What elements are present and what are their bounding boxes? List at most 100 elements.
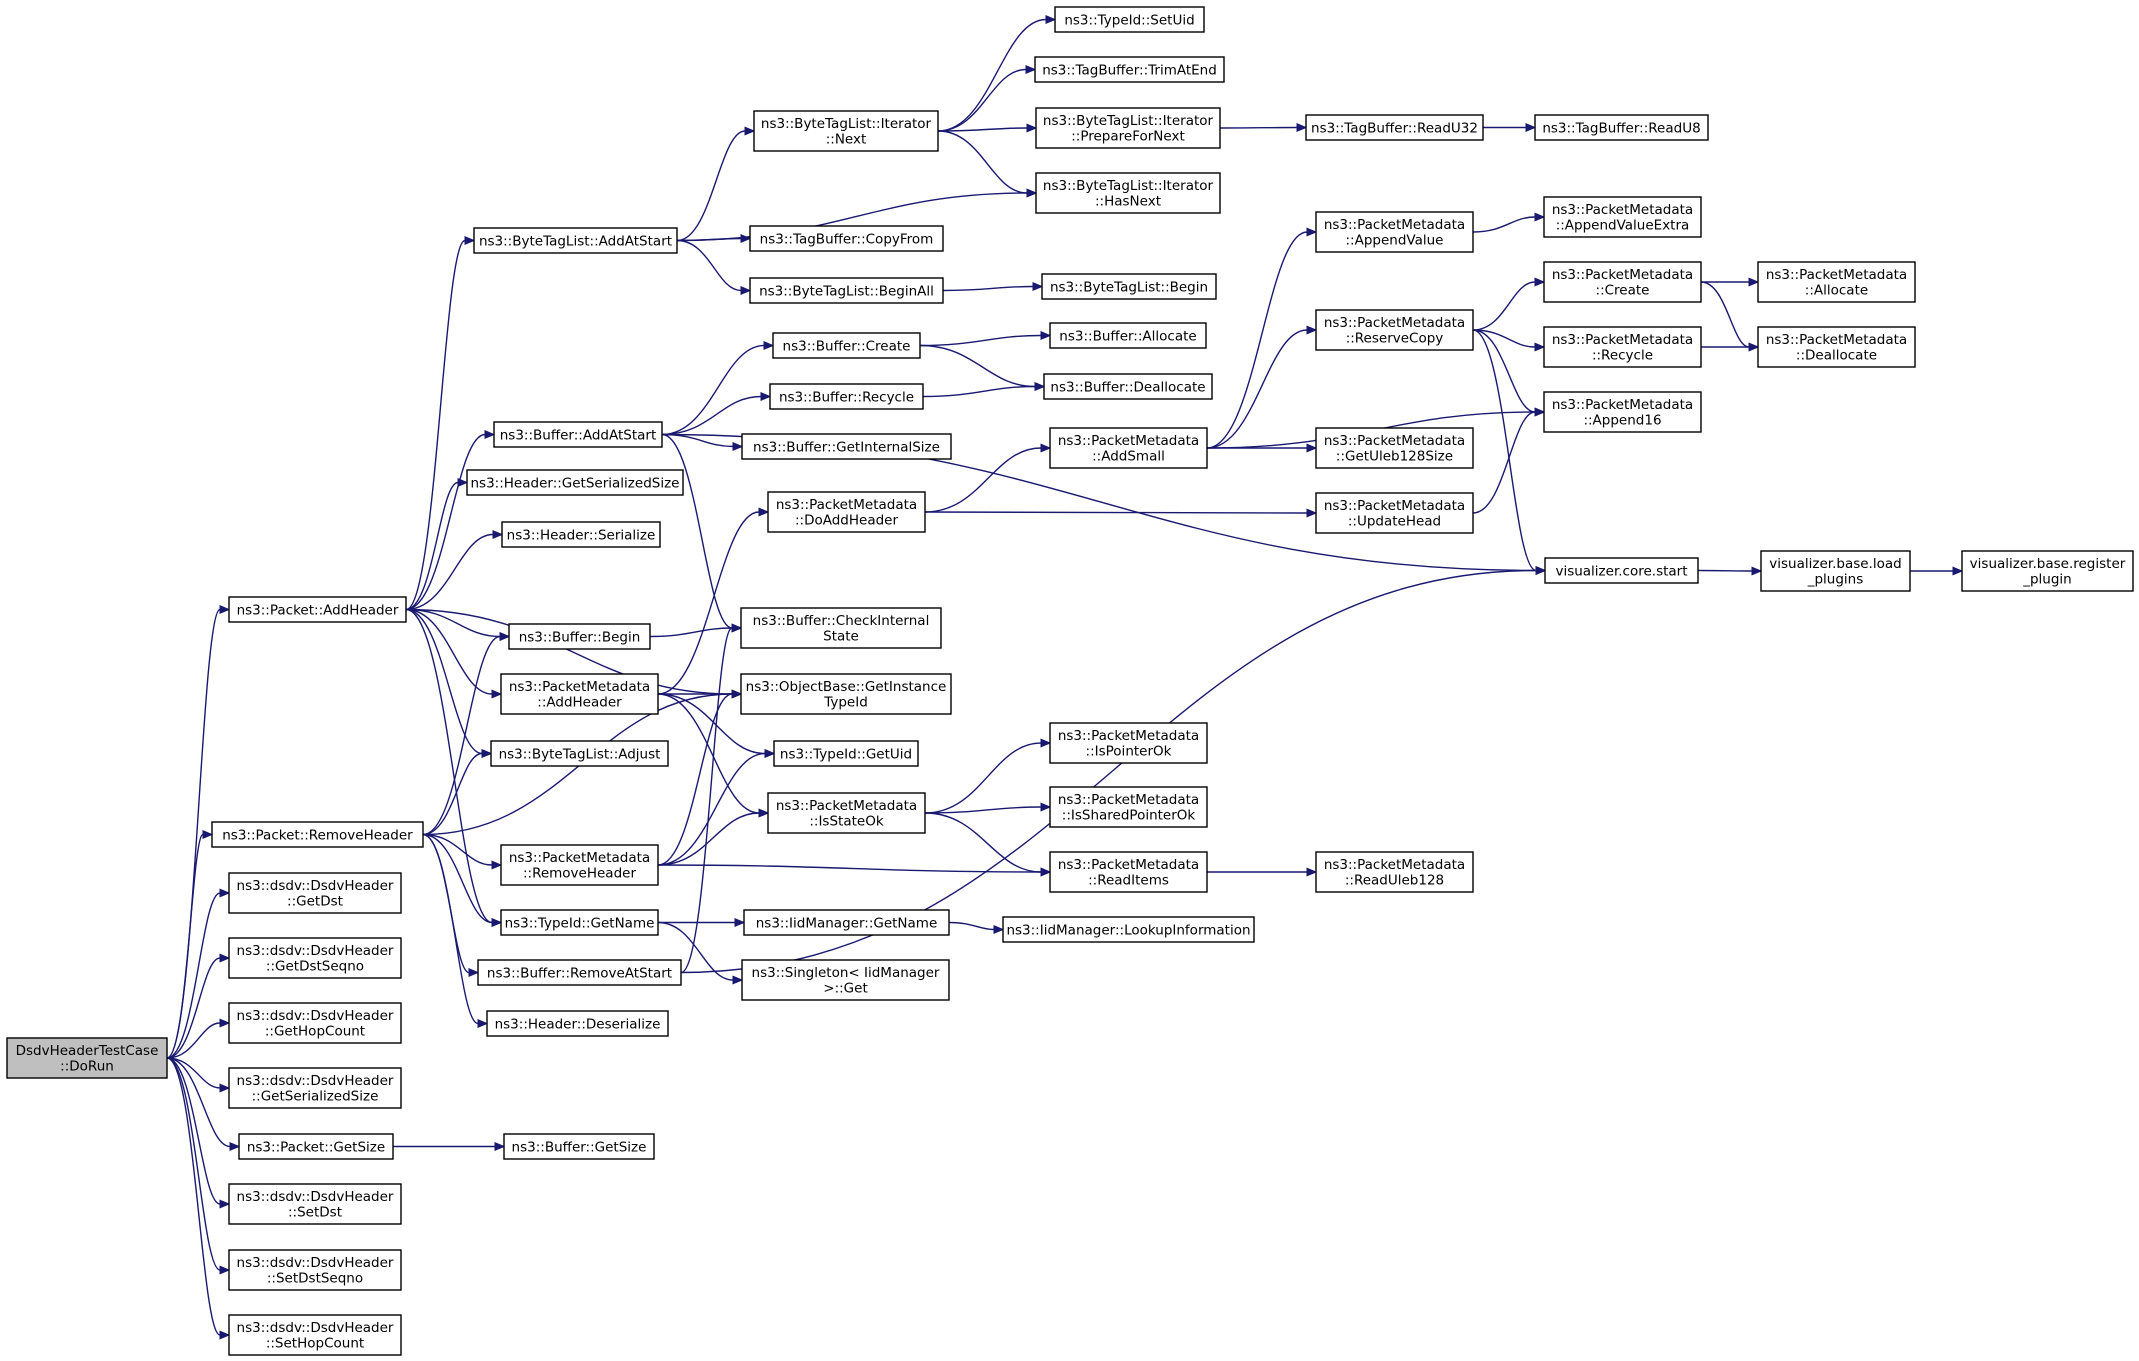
node-buf-allocate[interactable]: ns3::Buffer::Allocate: [1049, 322, 1207, 349]
node-hdr-serialize[interactable]: ns3::Header::Serialize: [501, 521, 661, 548]
node-getserializedsize[interactable]: ns3::dsdv::DsdvHeader::GetSerializedSize: [228, 1067, 402, 1109]
node-setdst[interactable]: ns3::dsdv::DsdvHeader::SetDst: [228, 1183, 402, 1225]
node-vis-base-load-plugins[interactable]: visualizer.base.load_plugins: [1760, 550, 1911, 592]
node-label: ns3::Buffer::AddAtStart: [500, 427, 657, 443]
node-pm-allocate[interactable]: ns3::PacketMetadata::Allocate: [1757, 261, 1916, 303]
node-pm-isstateok[interactable]: ns3::PacketMetadata::IsStateOk: [767, 792, 926, 834]
edge-pm-addheader-to-pm-doaddheader: [657, 507, 770, 695]
node-buf-removeatstart[interactable]: ns3::Buffer::RemoveAtStart: [477, 959, 682, 986]
node-pm-readitems[interactable]: ns3::PacketMetadata::ReadItems: [1049, 851, 1208, 893]
edge-line: [924, 511, 1308, 514]
edge-arrowhead: [494, 1141, 506, 1152]
node-tb-readu32[interactable]: ns3::TagBuffer::ReadU32: [1305, 114, 1484, 141]
node-pm-ispointerok[interactable]: ns3::PacketMetadata::IsPointerOk: [1049, 722, 1208, 764]
node-btl-begin[interactable]: ns3::ByteTagList::Begin: [1041, 273, 1217, 300]
edge-arrowhead: [1952, 566, 1964, 576]
node-iid-getname[interactable]: ns3::IidManager::GetName: [743, 909, 950, 936]
node-label: ::Deallocate: [1796, 348, 1877, 364]
node-buf-recycle[interactable]: ns3::Buffer::Recycle: [769, 383, 924, 410]
node-tb-readu8[interactable]: ns3::TagBuffer::ReadU8: [1534, 114, 1709, 141]
edge-arrowhead: [219, 1199, 231, 1209]
node-label: ns3::ByteTagList::AddAtStart: [479, 233, 672, 249]
node-pm-getuleb128size[interactable]: ns3::PacketMetadata::GetUleb128Size: [1315, 427, 1474, 469]
node-getdstseqno[interactable]: ns3::dsdv::DsdvHeader::GetDstSeqno: [228, 937, 402, 979]
node-getdst[interactable]: ns3::dsdv::DsdvHeader::GetDst: [228, 872, 402, 914]
edge-arrowhead: [219, 604, 231, 615]
node-singleton-get[interactable]: ns3::Singleton< IidManager>::Get: [741, 959, 950, 1001]
edge-dorun-to-pkt-removeheader: [166, 829, 214, 1059]
node-box: [1035, 107, 1221, 149]
node-box: [1315, 211, 1474, 253]
node-pm-appendvalueextra[interactable]: ns3::PacketMetadata::AppendValueExtra: [1543, 196, 1702, 238]
edge-buf-removeatstart-to-buf-checkinternalstate: [680, 623, 743, 974]
node-pm-doaddheader[interactable]: ns3::PacketMetadata::DoAddHeader: [767, 491, 926, 533]
node-sethopcount[interactable]: ns3::dsdv::DsdvHeader::SetHopCount: [228, 1314, 402, 1356]
edge-line: [1472, 329, 1536, 413]
node-pm-appendvalue[interactable]: ns3::PacketMetadata::AppendValue: [1315, 211, 1474, 253]
node-pm-addsmall[interactable]: ns3::PacketMetadata::AddSmall: [1049, 427, 1208, 469]
node-label: ns3::Header::Deserialize: [495, 1016, 661, 1032]
node-box: [1961, 550, 2134, 592]
node-pm-append16[interactable]: ns3::PacketMetadata::Append16: [1543, 391, 1702, 433]
node-dorun[interactable]: DsdvHeaderTestCase::DoRun: [6, 1037, 168, 1079]
edge-line: [937, 127, 1028, 132]
node-hdr-deserialize[interactable]: ns3::Header::Deserialize: [486, 1010, 669, 1037]
node-btli-next[interactable]: ns3::ByteTagList::Iterator::Next: [753, 110, 939, 152]
node-pm-readuleb128[interactable]: ns3::PacketMetadata::ReadUleb128: [1315, 851, 1474, 893]
edge-buf-recycle-to-buf-deallocate: [922, 381, 1046, 398]
node-label: ns3::Buffer::GetSize: [512, 1139, 647, 1155]
node-btl-beginall[interactable]: ns3::ByteTagList::BeginAll: [749, 277, 944, 304]
node-vis-core-start[interactable]: visualizer.core.start: [1544, 557, 1699, 584]
edge-arrowhead: [219, 1330, 231, 1340]
node-box: [1049, 322, 1207, 349]
node-hdr-getserializedsize[interactable]: ns3::Header::GetSerializedSize: [466, 469, 684, 496]
edge-line: [405, 608, 733, 695]
node-gethopcount[interactable]: ns3::dsdv::DsdvHeader::GetHopCount: [228, 1002, 402, 1044]
node-pm-create[interactable]: ns3::PacketMetadata::Create: [1543, 261, 1702, 303]
edge-pkt-removeheader-to-hdr-deserialize: [422, 833, 489, 1029]
node-typeid-getname[interactable]: ns3::TypeId::GetName: [500, 909, 659, 936]
node-box: [1544, 557, 1699, 584]
node-typeid-getuid[interactable]: ns3::TypeId::GetUid: [773, 740, 919, 767]
node-pm-updatehead[interactable]: ns3::PacketMetadata::UpdateHead: [1315, 492, 1474, 534]
edge-dorun-to-setdst: [166, 1057, 231, 1209]
node-tb-copyfrom[interactable]: ns3::TagBuffer::CopyFrom: [749, 225, 944, 252]
node-label: ns3::PacketMetadata: [1058, 792, 1199, 808]
edge-line: [676, 239, 742, 292]
node-typeid-setuid[interactable]: ns3::TypeId::SetUid: [1054, 6, 1205, 33]
edge-arrowhead: [1534, 277, 1546, 287]
edge-arrowhead: [732, 441, 744, 452]
node-pm-reservecopy[interactable]: ns3::PacketMetadata::ReserveCopy: [1315, 309, 1474, 351]
node-btl-addatstart[interactable]: ns3::ByteTagList::AddAtStart: [473, 227, 678, 254]
node-buf-deallocate[interactable]: ns3::Buffer::Deallocate: [1043, 373, 1213, 400]
node-buf-begin[interactable]: ns3::Buffer::Begin: [508, 623, 651, 650]
edge-arrowhead: [1040, 330, 1052, 341]
node-tb-trimatend[interactable]: ns3::TagBuffer::TrimAtEnd: [1034, 56, 1225, 83]
node-btl-adjust[interactable]: ns3::ByteTagList::Adjust: [490, 740, 669, 767]
node-pm-removeheader[interactable]: ns3::PacketMetadata::RemoveHeader: [500, 844, 659, 886]
node-buf-getinternalsize[interactable]: ns3::Buffer::GetInternalSize: [741, 433, 952, 460]
node-buf-create[interactable]: ns3::Buffer::Create: [772, 332, 921, 359]
node-buf-addatstart[interactable]: ns3::Buffer::AddAtStart: [493, 421, 663, 448]
node-vis-base-register-plugin[interactable]: visualizer.base.register_plugin: [1961, 550, 2134, 592]
node-iid-lookupinformation[interactable]: ns3::IidManager::LookupInformation: [1002, 916, 1255, 943]
edge-arrowhead: [758, 808, 770, 818]
edge-line: [405, 533, 494, 611]
node-label: ns3::Buffer::Deallocate: [1050, 379, 1205, 395]
node-setdstseqno[interactable]: ns3::dsdv::DsdvHeader::SetDstSeqno: [228, 1249, 402, 1291]
node-box: [769, 383, 924, 410]
node-pm-addheader[interactable]: ns3::PacketMetadata::AddHeader: [500, 673, 659, 715]
node-btli-preparefornext[interactable]: ns3::ByteTagList::Iterator::PrepareForNe…: [1035, 107, 1221, 149]
node-pkt-removeheader[interactable]: ns3::Packet::RemoveHeader: [211, 821, 424, 848]
node-pm-recycle[interactable]: ns3::PacketMetadata::Recycle: [1543, 326, 1702, 368]
node-btli-hasnext[interactable]: ns3::ByteTagList::Iterator::HasNext: [1035, 172, 1221, 214]
node-pkt-getsize[interactable]: ns3::Packet::GetSize: [238, 1133, 394, 1160]
edge-layer: [166, 14, 1964, 1340]
node-label: ns3::Buffer::Create: [783, 338, 911, 354]
node-pm-issharedpointerok[interactable]: ns3::PacketMetadata::IsSharedPointerOk: [1049, 786, 1208, 828]
node-pkt-addheader[interactable]: ns3::Packet::AddHeader: [228, 596, 407, 623]
node-buf-getsize[interactable]: ns3::Buffer::GetSize: [503, 1133, 655, 1160]
node-pm-deallocate[interactable]: ns3::PacketMetadata::Deallocate: [1757, 326, 1916, 368]
